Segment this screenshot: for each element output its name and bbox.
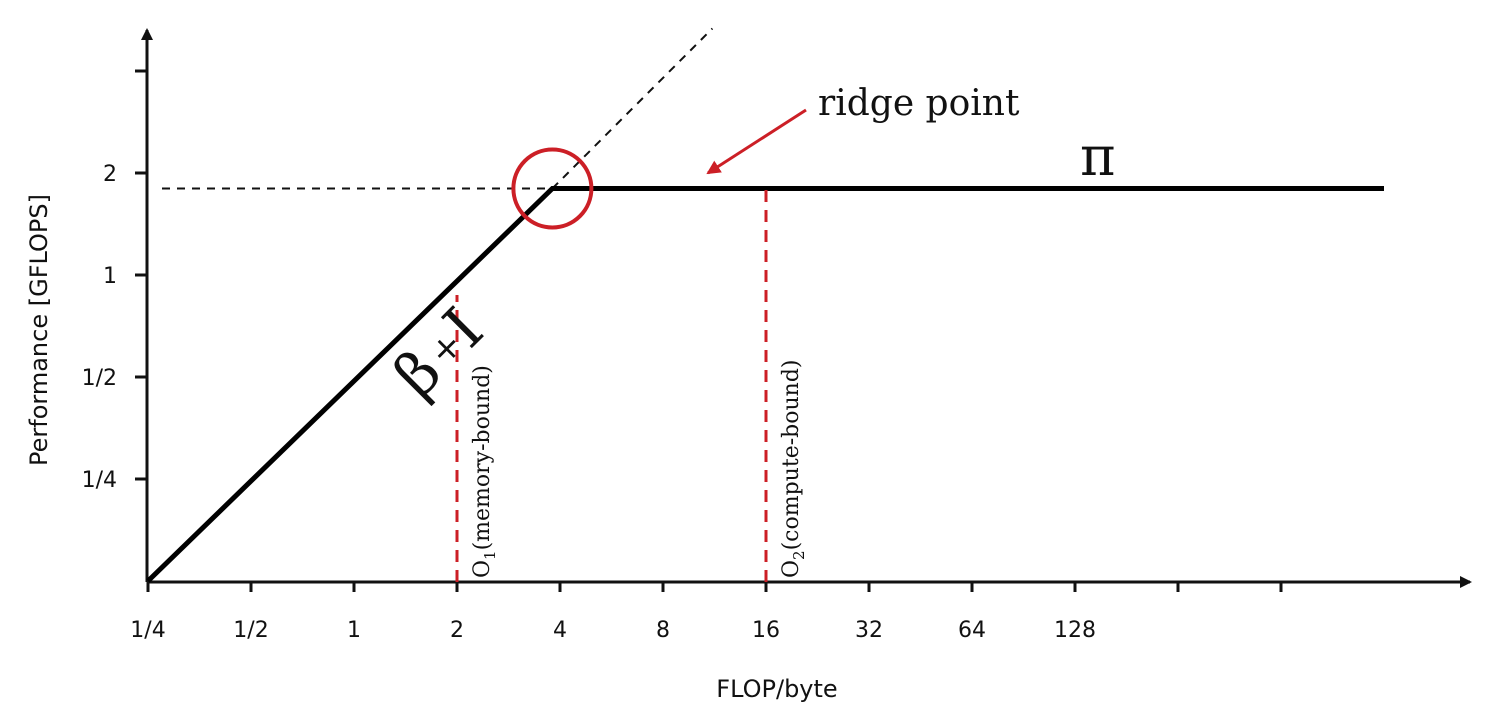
x-tick-label: 128 — [1054, 618, 1096, 643]
y-ticks: 1/4 1/2 1 2 — [82, 69, 147, 493]
x-tick-label: 1/2 — [233, 618, 268, 643]
y-tick-label: 1 — [103, 264, 117, 289]
x-tick-label: 8 — [656, 618, 670, 643]
x-tick-label: 2 — [450, 618, 464, 643]
x-tick-label: 1/4 — [130, 618, 165, 643]
x-tick-label: 4 — [553, 618, 567, 643]
roofline-series — [146, 186, 1384, 583]
x-tick-label: 16 — [752, 618, 780, 643]
ridge-point-arrow — [706, 108, 807, 175]
x-tick-label: 64 — [958, 618, 986, 643]
bandwidth-extension-dashed — [551, 27, 714, 190]
ridge-point-circle — [511, 147, 594, 230]
operational-intensity-markers: O1(memory-bound) O2(compute-bound) — [455, 188, 808, 582]
y-tick-label: 1/2 — [82, 366, 117, 391]
x-ticks: 1/4 1/2 1 2 4 8 16 32 64 128 — [130, 582, 1283, 643]
y-tick-label: 2 — [103, 162, 117, 187]
marker-label: O1(memory-bound) — [470, 365, 499, 578]
marker-label: O2(compute-bound) — [779, 360, 808, 578]
y-axis-label: Performance [GFLOPS] — [25, 194, 53, 466]
peak-performance-label: π — [1080, 125, 1116, 188]
x-axis-label: FLOP/byte — [716, 675, 837, 703]
y-tick-label: 1/4 — [82, 468, 117, 493]
x-tick-label: 1 — [347, 618, 361, 643]
ridge-point-label: ridge point — [818, 83, 1020, 124]
x-tick-label: 32 — [855, 618, 883, 643]
